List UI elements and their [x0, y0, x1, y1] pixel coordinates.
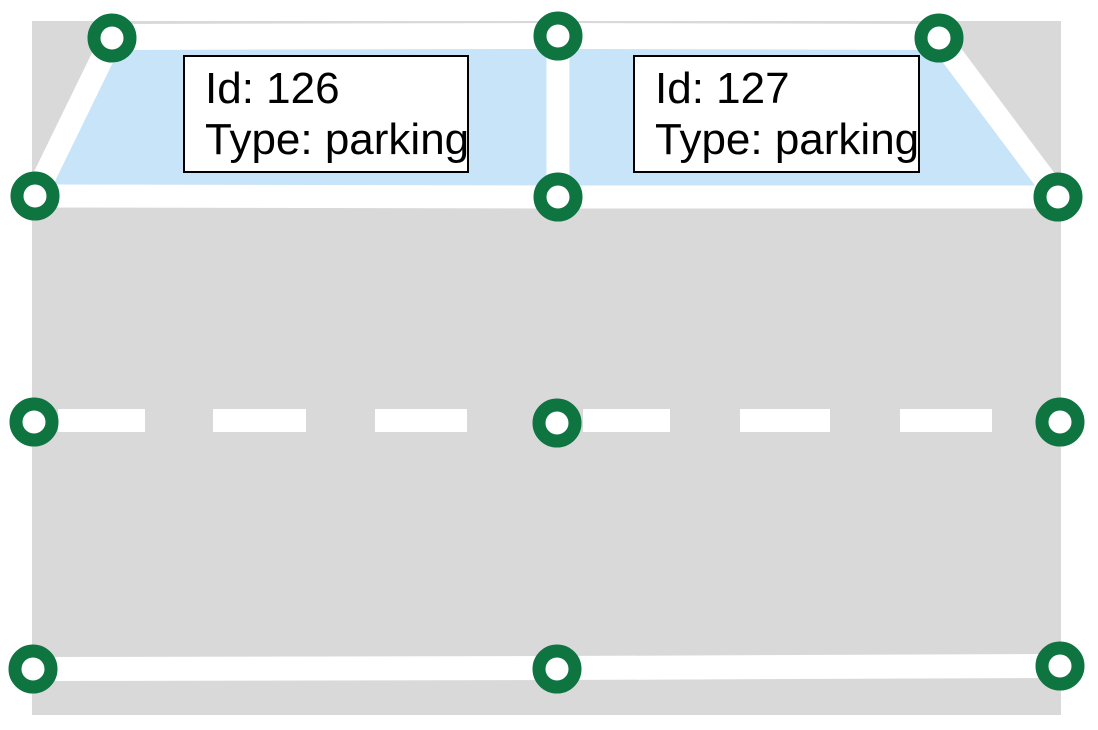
- parking-id-text: Id: 127: [655, 64, 790, 113]
- parking-type-text: Type: parking: [655, 115, 920, 164]
- node-marker[interactable]: [1033, 172, 1083, 222]
- node-marker[interactable]: [533, 11, 583, 61]
- center-dashed-line-dash: [583, 409, 670, 432]
- node-marker[interactable]: [8, 644, 58, 694]
- parking-label-126: Id: 126 Type: parking: [183, 55, 469, 173]
- node-marker[interactable]: [87, 13, 137, 63]
- center-dashed-line-dash: [900, 409, 992, 432]
- right-connector-line: [929, 31, 1068, 204]
- center-dashed-line-dash: [375, 409, 467, 432]
- center-dashed-line-dash: [58, 409, 145, 432]
- node-marker[interactable]: [9, 397, 59, 447]
- center-dashed-line-dash: [213, 409, 306, 432]
- node-marker[interactable]: [10, 171, 60, 221]
- node-marker[interactable]: [532, 398, 582, 448]
- node-marker[interactable]: [1035, 397, 1085, 447]
- parking-type-text: Type: parking: [205, 115, 469, 164]
- center-dashed-line-dash: [740, 409, 830, 432]
- node-marker[interactable]: [532, 644, 582, 694]
- parking-id-text: Id: 126: [205, 64, 340, 113]
- node-marker[interactable]: [1035, 641, 1085, 691]
- left-connector-line: [24, 32, 123, 202]
- node-marker[interactable]: [914, 13, 964, 63]
- parking-label-127: Id: 127 Type: parking: [633, 55, 920, 173]
- node-marker[interactable]: [533, 172, 583, 222]
- top-boundary-line: [111, 22, 940, 50]
